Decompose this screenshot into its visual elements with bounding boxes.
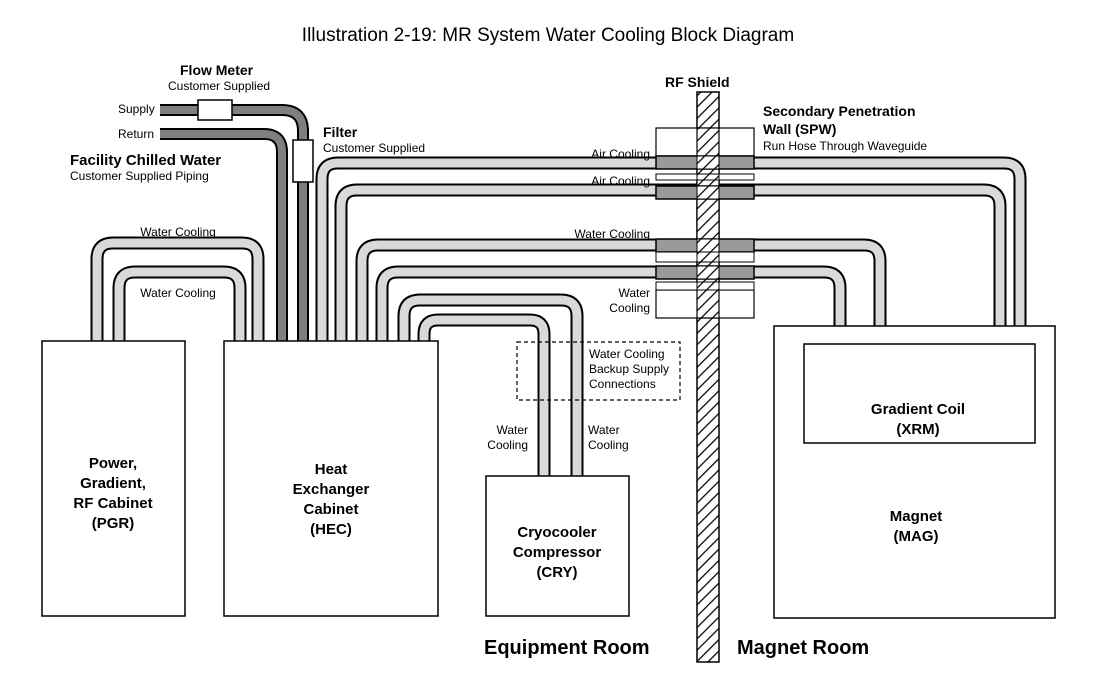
- filter-title: Filter: [323, 124, 358, 140]
- pgr-label-line: (PGR): [92, 515, 135, 532]
- equipment-room-label: Equipment Room: [484, 637, 650, 659]
- hec-label-line: Exchanger: [293, 481, 370, 498]
- hec-label-line: (HEC): [310, 521, 352, 538]
- rf-shield-label: RF Shield: [665, 74, 730, 90]
- magnet-room-label: Magnet Room: [737, 637, 869, 659]
- air-cooling-label-2: Air Cooling: [591, 174, 650, 188]
- spw-spacer-shield: [696, 281, 720, 291]
- mag-label: Magnet (MAG): [890, 508, 943, 545]
- water-cooling-low-label-2: Cooling: [609, 301, 650, 315]
- hose-cry-outer-fill: [399, 295, 582, 480]
- flow-meter-title: Flow Meter: [180, 62, 254, 78]
- diagram-title: Illustration 2-19: MR System Water Cooli…: [302, 25, 794, 46]
- cooling-hoses: [90, 156, 1027, 480]
- hose-cry-inner-fill: [419, 315, 549, 480]
- spw-line1: Secondary Penetration: [763, 103, 916, 119]
- xrm-label-line: (XRM): [896, 421, 939, 438]
- air-cooling-label-1: Air Cooling: [591, 147, 650, 161]
- mag-label-line: (MAG): [894, 528, 939, 545]
- cry-right-label-2: Cooling: [588, 438, 629, 452]
- hose-water-low-fill: [377, 267, 845, 346]
- spw-spacer-shield: [696, 251, 720, 263]
- water-cooling-pgr-inner-label: Water Cooling: [140, 286, 216, 300]
- hose-pgr-inner: [112, 265, 247, 346]
- band-water-2-shield: [696, 265, 720, 280]
- hec-label-line: Cabinet: [303, 501, 358, 518]
- cry-cabinet: [485, 475, 630, 617]
- xrm-cabinet: [803, 343, 1036, 444]
- hose-pgr-outer-fill: [92, 238, 263, 346]
- supply-label: Supply: [118, 102, 155, 116]
- spw-spacer-shield: [696, 173, 720, 181]
- cry-left-label-1: Water: [496, 423, 528, 437]
- cry-label: Cryocooler Compressor (CRY): [513, 524, 602, 581]
- backup-label-1: Water Cooling: [589, 347, 665, 361]
- facility-water-sub: Customer Supplied Piping: [70, 169, 209, 183]
- water-cooling-low-label-1: Water: [618, 286, 650, 300]
- pgr-label: Power, Gradient, RF Cabinet (PGR): [73, 455, 152, 532]
- mag-label-line: Magnet: [890, 508, 943, 525]
- return-label: Return: [118, 127, 154, 141]
- filter-icon: [292, 139, 314, 183]
- pgr-cabinet: [41, 340, 186, 617]
- hec-label-line: Heat: [315, 461, 348, 478]
- pgr-label-line: Gradient,: [80, 475, 146, 492]
- band-water-1-shield: [696, 238, 720, 253]
- cry-left-label-2: Cooling: [487, 438, 528, 452]
- penetration-bands: [655, 155, 755, 291]
- xrm-label: Gradient Coil (XRM): [871, 401, 965, 438]
- hec-label: Heat Exchanger Cabinet (HEC): [293, 461, 370, 538]
- cry-label-line: Compressor: [513, 544, 602, 561]
- flow-meter-sub: Customer Supplied: [168, 79, 270, 93]
- spw-line2: Wall (SPW): [763, 121, 836, 137]
- water-cooling-spw-label: Water Cooling: [574, 227, 650, 241]
- spw-sub: Run Hose Through Waveguide: [763, 139, 927, 153]
- flow-meter-icon: [197, 99, 233, 121]
- water-cooling-pgr-outer-label: Water Cooling: [140, 225, 216, 239]
- hose-water-spw-fill: [357, 240, 885, 346]
- pgr-label-line: RF Cabinet: [73, 495, 152, 512]
- hec-cabinet: [223, 340, 439, 617]
- filter-sub: Customer Supplied: [323, 141, 425, 155]
- backup-supply-box: [516, 341, 681, 401]
- facility-water-title: Facility Chilled Water: [70, 152, 221, 169]
- xrm-label-line: Gradient Coil: [871, 401, 965, 418]
- backup-label-2: Backup Supply: [589, 362, 669, 376]
- band-air-2-shield: [696, 185, 720, 200]
- cry-label-line: Cryocooler: [517, 524, 596, 541]
- facility-pipes: [160, 104, 309, 344]
- band-air-1-shield: [696, 155, 720, 170]
- pgr-label-line: Power,: [89, 455, 137, 472]
- backup-label-3: Connections: [589, 377, 656, 391]
- hose-pgr-inner-fill: [114, 267, 245, 346]
- cry-label-line: (CRY): [536, 564, 577, 581]
- cry-right-label-1: Water: [588, 423, 620, 437]
